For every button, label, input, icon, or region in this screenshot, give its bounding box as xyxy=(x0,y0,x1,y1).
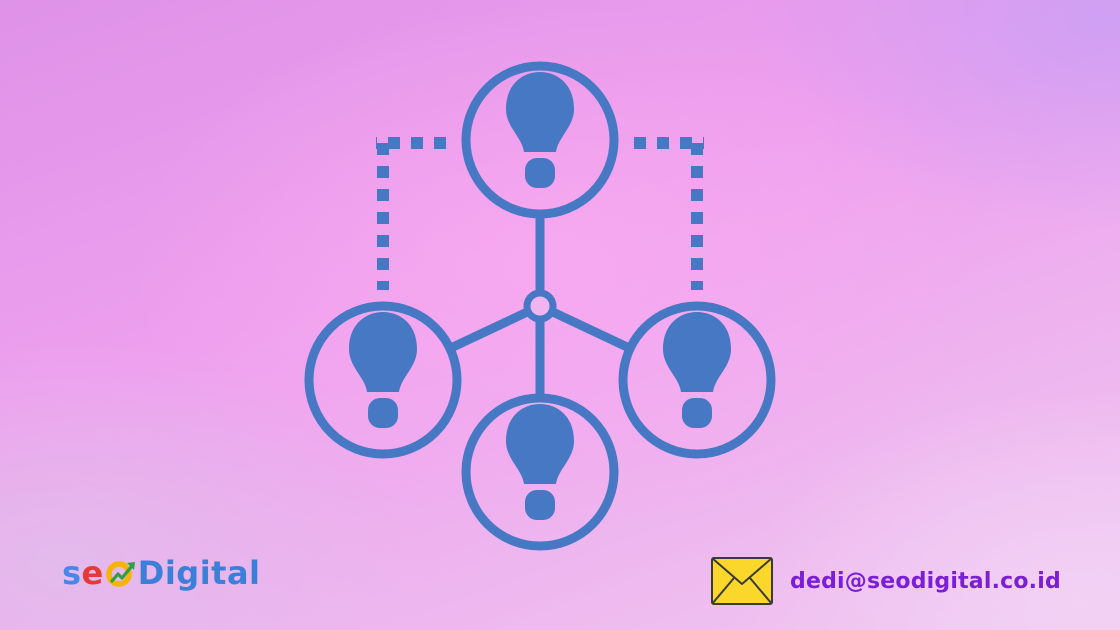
dotted-links xyxy=(376,137,704,290)
connector-line xyxy=(550,307,632,353)
lightbulb-base xyxy=(368,398,398,428)
lightbulb-base xyxy=(525,158,555,188)
lightbulb-base xyxy=(525,490,555,520)
lightbulb-icon xyxy=(506,72,574,152)
connector-lines xyxy=(448,214,632,398)
node-ring xyxy=(461,393,619,551)
envelope-icon xyxy=(711,557,773,605)
node-ring xyxy=(304,301,462,459)
idea-node-bottom xyxy=(461,393,619,551)
contact-block: dedi@seodigital.co.id xyxy=(710,556,1061,606)
logo-letter-s: s xyxy=(62,554,82,592)
idea-node-right xyxy=(618,301,776,459)
growth-arrow-o-icon xyxy=(106,561,135,587)
lightbulb-base xyxy=(682,398,712,428)
seo-digital-logo: s e Digital xyxy=(62,557,261,589)
lightbulb-icon xyxy=(349,312,417,392)
hub-node-icon xyxy=(523,289,557,323)
node-ring xyxy=(618,301,776,459)
lightbulb-icon xyxy=(506,404,574,484)
logo-letter-e: e xyxy=(81,554,104,592)
idea-nodes xyxy=(304,61,776,551)
contact-email-link[interactable]: dedi@seodigital.co.id xyxy=(790,568,1061,594)
logo-word-digital: Digital xyxy=(137,554,261,592)
lightbulb-icon xyxy=(663,312,731,392)
connector-line xyxy=(448,307,530,353)
idea-node-top xyxy=(461,61,619,219)
node-ring xyxy=(461,61,619,219)
idea-node-left xyxy=(304,301,462,459)
